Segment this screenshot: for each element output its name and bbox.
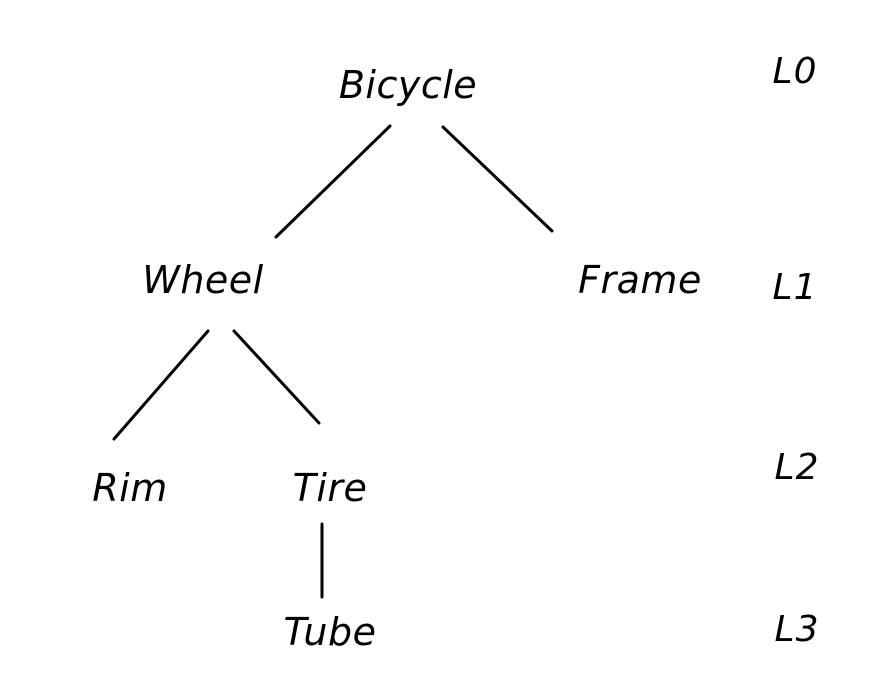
node-rim[interactable]: Rim (92, 466, 168, 510)
edge-wheel-tire (232, 329, 321, 425)
level-label-l1: L1 (772, 267, 818, 308)
edges-group (112, 124, 554, 599)
node-wheel[interactable]: Wheel (142, 258, 264, 302)
edge-bicycle-frame (441, 125, 554, 233)
node-frame[interactable]: Frame (578, 258, 702, 302)
level-label-l2: L2 (774, 447, 820, 488)
node-tire[interactable]: Tire (292, 466, 368, 510)
node-tube[interactable]: Tube (283, 610, 377, 654)
level-label-l3: L3 (774, 609, 820, 650)
level-label-l0: L0 (772, 51, 818, 92)
edge-bicycle-wheel (274, 124, 392, 239)
node-bicycle[interactable]: Bicycle (338, 63, 478, 107)
edge-wheel-rim (112, 329, 210, 441)
